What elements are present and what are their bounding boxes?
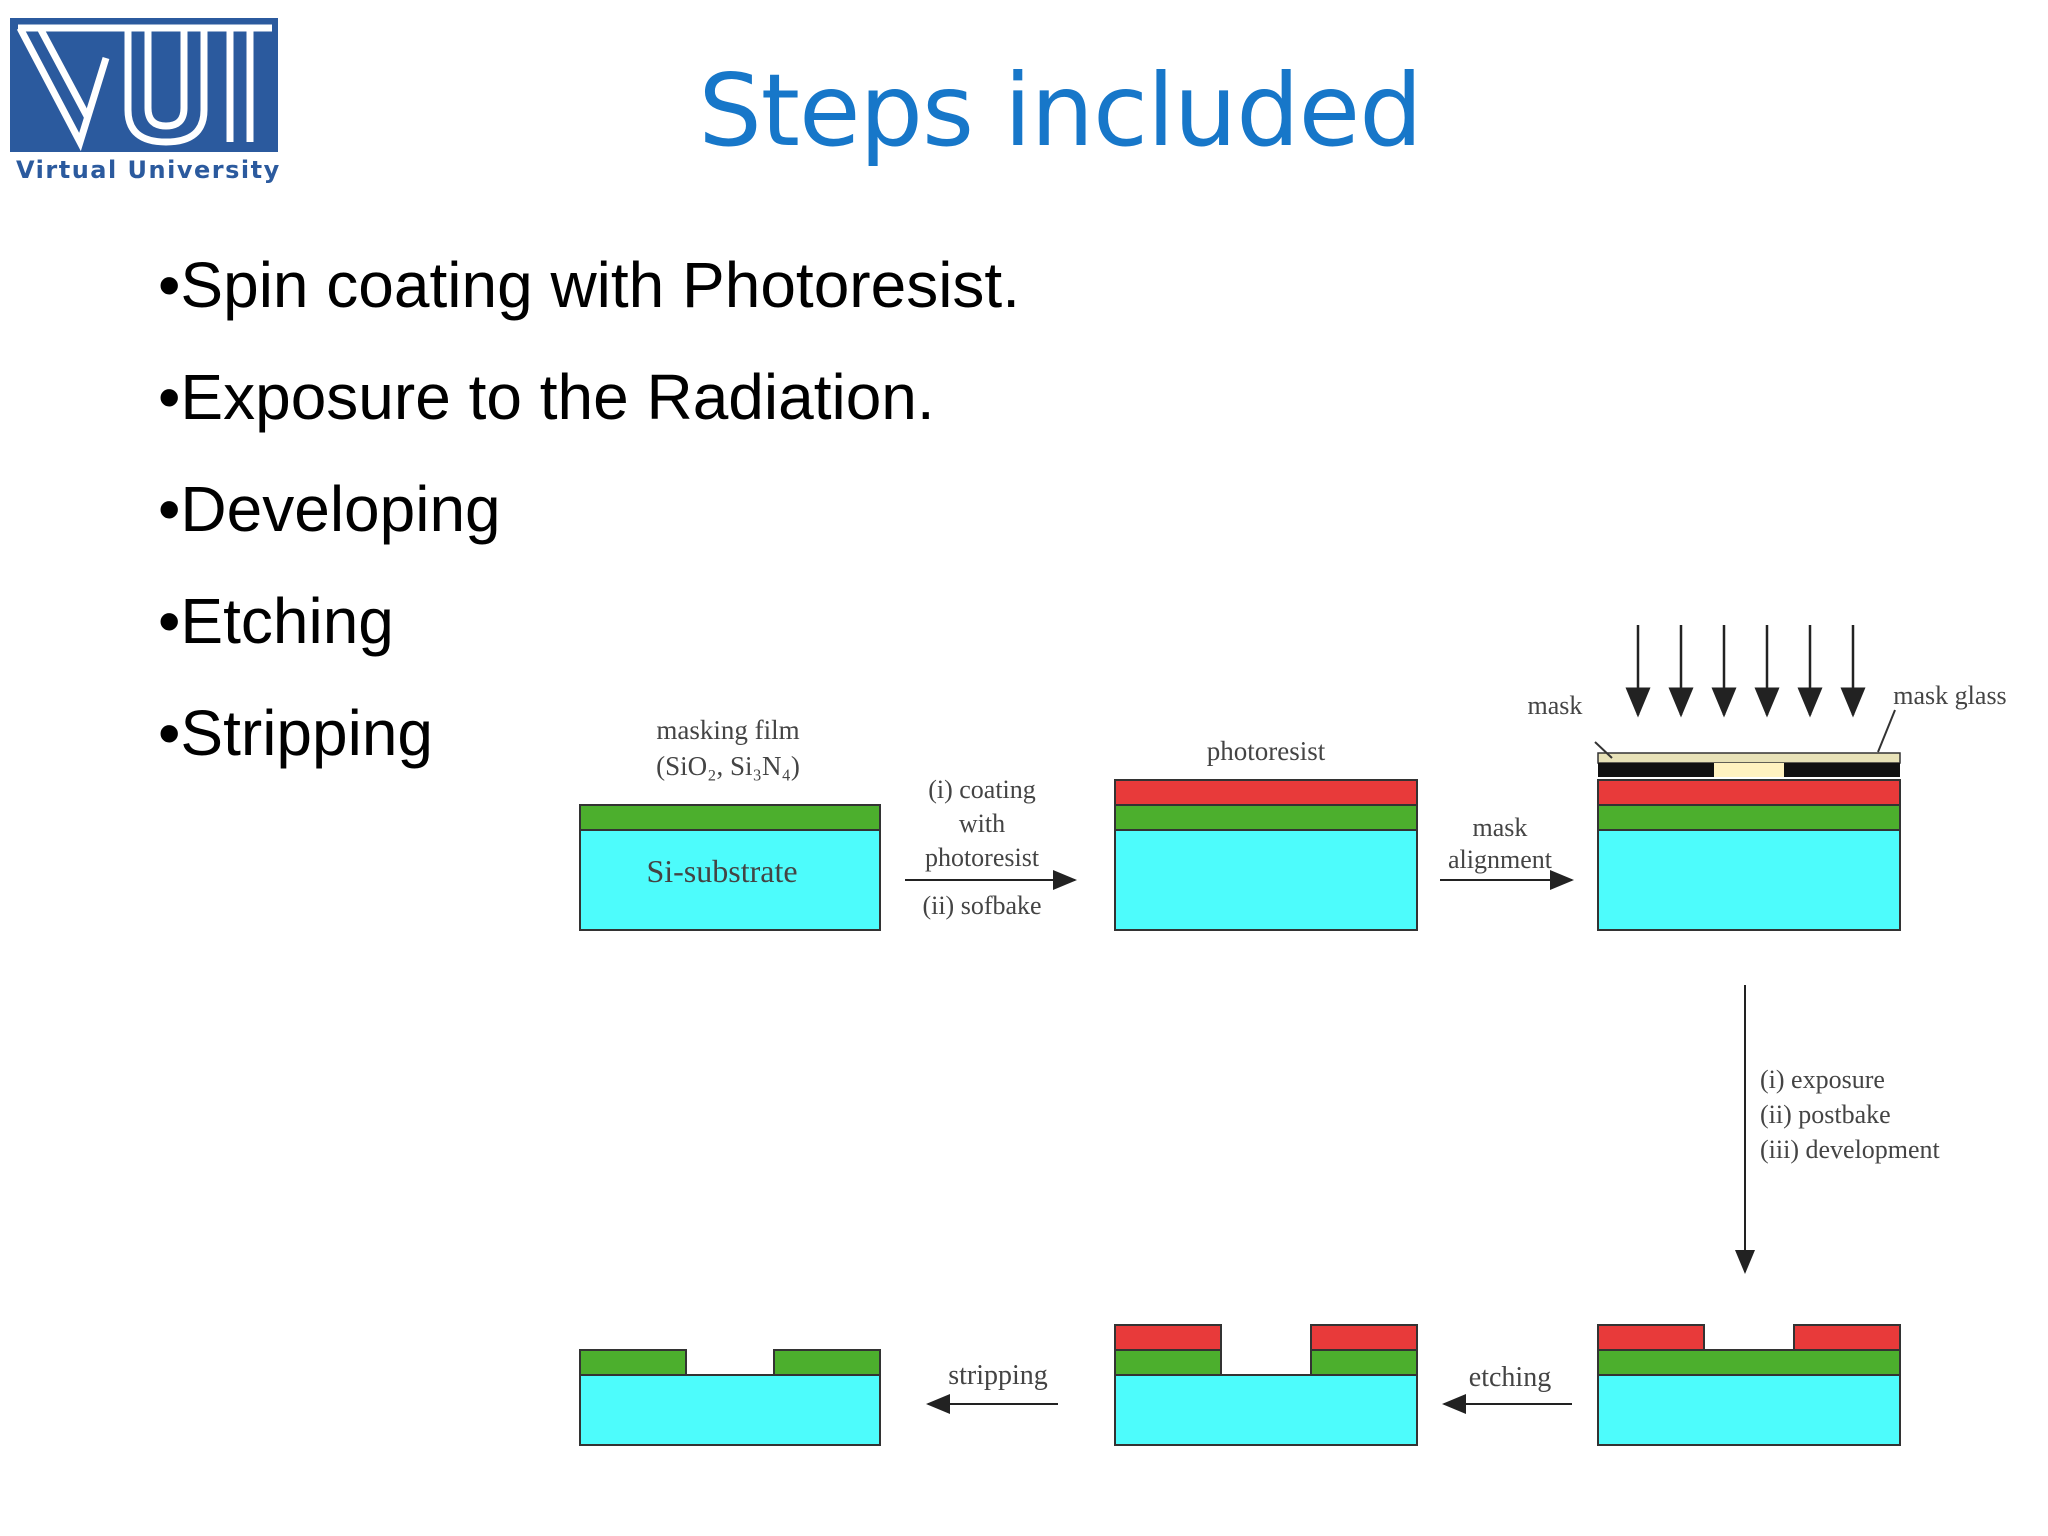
mask-glass	[1597, 752, 1901, 764]
coating-label-3: photoresist	[925, 843, 1040, 872]
steps-list: •Spin coating with Photoresist. •Exposur…	[158, 240, 1020, 800]
mask-alignment-step: mask alignment	[1440, 813, 1574, 890]
photoresist-layer	[1114, 779, 1418, 806]
mask-alignment-label-2: alignment	[1448, 845, 1553, 874]
wafer-coated: photoresist	[1114, 736, 1418, 931]
masking-film-layer	[1597, 804, 1901, 831]
bullet-etching: •Etching	[158, 585, 394, 657]
photoresist-label: photoresist	[1207, 736, 1326, 766]
wafer-stripped	[579, 1349, 881, 1446]
substrate-layer	[1114, 1374, 1418, 1446]
substrate-layer	[1114, 829, 1418, 931]
masking-film-right	[773, 1349, 881, 1376]
exposure-development-step: (i) exposure (ii) postbake (iii) develop…	[1735, 985, 1941, 1274]
bullet-spin-coating: •Spin coating with Photoresist.	[158, 249, 1020, 321]
softbake-label: (ii) sofbake	[922, 891, 1041, 920]
coating-label-1: (i) coating	[928, 775, 1036, 804]
coating-step: (i) coating with photoresist (ii) sofbak…	[905, 775, 1077, 920]
mask-label: mask	[1528, 691, 1583, 720]
wafer-initial: masking film (SiO₂, Si₃N₄) Si-substrate	[579, 715, 881, 931]
wafer-with-mask: mask mask glass	[1528, 625, 2007, 931]
postbake-label: (ii) postbake	[1760, 1100, 1891, 1129]
substrate-label: Si-substrate	[646, 853, 797, 889]
photoresist-left	[1597, 1324, 1705, 1351]
mask-left	[1598, 763, 1714, 777]
stripping-step: stripping	[926, 1360, 1058, 1414]
mask-alignment-label-1: mask	[1473, 813, 1528, 842]
bullet-stripping: •Stripping	[158, 697, 433, 769]
radiation-arrows	[1625, 625, 1866, 718]
slide-title: Steps included	[698, 52, 1422, 169]
wafer-developed	[1597, 1324, 1901, 1446]
etching-step: etching	[1442, 1362, 1572, 1414]
mask-opening	[1714, 763, 1784, 777]
stripping-label: stripping	[948, 1360, 1048, 1391]
mask-glass-label: mask glass	[1893, 681, 2006, 710]
substrate-layer	[1597, 829, 1901, 931]
substrate-layer	[579, 1374, 881, 1446]
photoresist-right	[1793, 1324, 1901, 1351]
mask-right	[1784, 763, 1900, 777]
development-label: (iii) development	[1760, 1135, 1941, 1164]
masking-film-left	[579, 1349, 687, 1376]
masking-film-layer	[1597, 1349, 1901, 1376]
masking-film-label: masking film	[656, 715, 799, 745]
photoresist-left	[1114, 1324, 1222, 1351]
virtual-university-logo: Virtual University	[8, 18, 279, 190]
masking-film-left	[1114, 1349, 1222, 1376]
vu-monogram-icon	[16, 24, 272, 152]
photoresist-right	[1310, 1324, 1418, 1351]
vu-logo-mark	[10, 18, 278, 152]
masking-film-layer	[1114, 804, 1418, 831]
masking-film-layer	[579, 804, 881, 831]
bullet-developing: •Developing	[158, 473, 501, 545]
substrate-layer	[1597, 1374, 1901, 1446]
masking-film-material-label: (SiO₂, Si₃N₄)	[656, 751, 800, 781]
substrate-layer	[579, 829, 881, 931]
exposure-label: (i) exposure	[1760, 1065, 1885, 1094]
masking-film-right	[1310, 1349, 1418, 1376]
wafer-etched	[1114, 1324, 1418, 1446]
etching-label: etching	[1469, 1362, 1551, 1393]
bullet-exposure: •Exposure to the Radiation.	[158, 361, 935, 433]
photoresist-layer	[1597, 779, 1901, 806]
logo-wordmark: Virtual University	[16, 156, 281, 184]
coating-label-2: with	[959, 809, 1005, 838]
